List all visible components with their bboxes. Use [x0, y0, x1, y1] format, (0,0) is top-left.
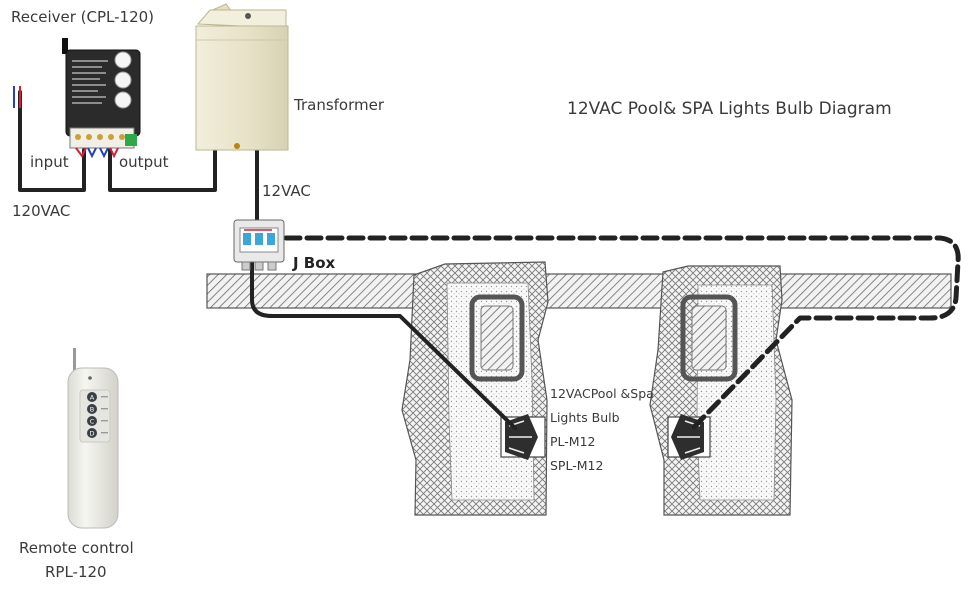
niche-2: [680, 294, 738, 382]
remote-button-a: [87, 392, 97, 402]
receiver-button-3: [114, 91, 132, 109]
receiver-button-1: [114, 51, 132, 69]
remote-button-label: D: [89, 430, 94, 438]
remote-label-line1: Remote control: [19, 539, 134, 557]
wiring: [18, 90, 961, 431]
niche-1: [469, 294, 525, 382]
output-label: output: [119, 153, 169, 171]
pool-light-bulb-2: [667, 414, 711, 460]
remote-button-label: C: [90, 418, 95, 426]
input-label: input: [30, 153, 69, 171]
remote-button-tick: [101, 432, 108, 434]
remote-button-c: [87, 416, 97, 426]
remote-button-label: B: [90, 406, 94, 414]
low-voltage-label: 12VAC: [262, 182, 311, 200]
transformer-device: [195, 3, 289, 151]
receiver-label: Receiver (CPL-120): [11, 8, 155, 26]
pool-wall-2: [649, 265, 793, 516]
remote-button-d: [87, 428, 97, 438]
remote-button-b: [87, 404, 97, 414]
remote-button-tick: [101, 408, 108, 410]
pool-deck: [206, 273, 952, 309]
remote-button-label: A: [90, 394, 95, 402]
junction-box: [233, 219, 285, 271]
remote-button-tick: [101, 396, 108, 398]
jbox-label: J Box: [293, 254, 336, 272]
transformer-label: Transformer: [294, 96, 385, 114]
bulb-label-line1: 12VACPool &Spa: [550, 386, 654, 401]
remote-label-line2: RPL-120: [45, 563, 107, 581]
receiver-button-2: [114, 71, 132, 89]
receiver-device: [13, 38, 141, 159]
bulb-label-line2: Lights Bulb: [550, 410, 620, 425]
remote-button-tick: [101, 420, 108, 422]
bulb-label-line4: SPL-M12: [550, 458, 604, 473]
mains-voltage-label: 120VAC: [12, 202, 71, 220]
bulb-label-line3: PL-M12: [550, 434, 596, 449]
diagram-title: 12VAC Pool& SPA Lights Bulb Diagram: [567, 99, 892, 119]
